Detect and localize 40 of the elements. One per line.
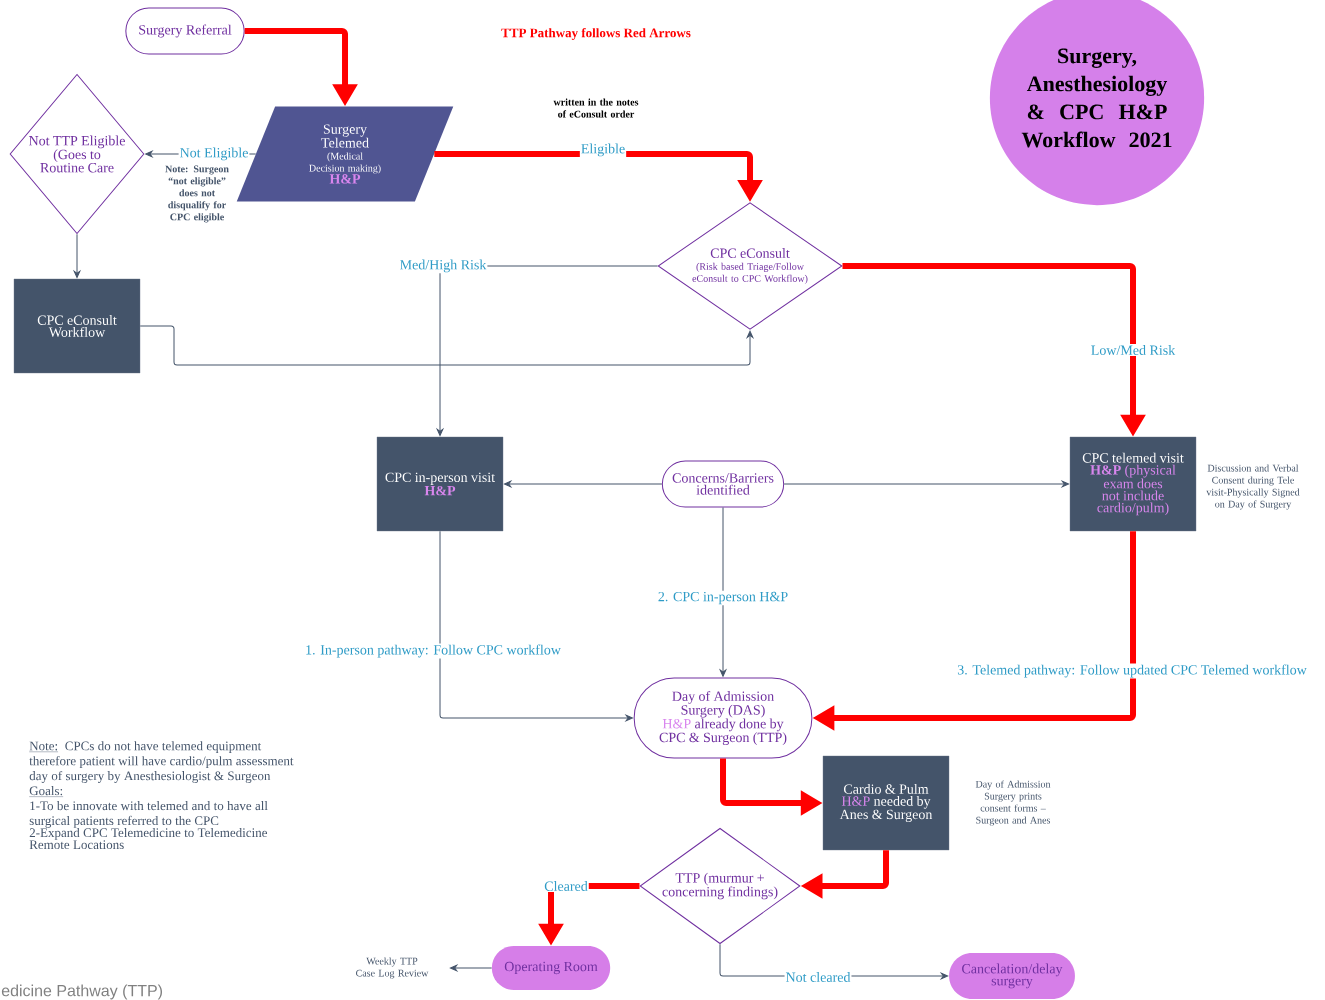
flow-arrow: [139, 325, 754, 366]
label: 2-Expand CPC Telemedicine to Telemedicine Remote Locations: [29, 827, 268, 850]
rounded-box: Day of Admission Surgery (DAS) H&P already done by CPC & Surgeon (TTP): [633, 677, 813, 759]
label: day of surgery by Anesthesiologist & Surgeon: [29, 770, 271, 783]
side-note: Discussion and Verbal Consent during Tele visit-Physically Signed on Day of Surgery: [1206, 464, 1300, 510]
note-text: Weekly TTP Case Log Review: [356, 957, 429, 979]
start-pill: Surgery Referral: [125, 7, 245, 55]
note-paragraph: Note: CPCs do not have telemed equipment therefore patient will have cardio/pulm assessment day of surgery by Anesthesiologist & Surgeon Goals: 1-To be innovate with telemed and to have all surgical patients referred to the CPC 2-Expand CPC Telemedicine to Telemedicine Remote Locations: [29, 741, 294, 850]
process-box: CPC telemed visit H&P (physical exam does not include cardio/pulm): [1069, 436, 1197, 532]
rounded-box: Concerns/Barriers identified: [661, 460, 785, 508]
flow-arrow: [783, 480, 1070, 488]
flow-arrow: [449, 964, 493, 972]
caption-text: edicine Pathway (TTP): [1, 984, 162, 1000]
edge-label: 1. In-person pathway: Follow CPC workflow: [304, 643, 562, 659]
edge-label: Not Eligible: [178, 146, 250, 162]
terminal-pill: Operating Room: [491, 946, 611, 990]
edge-label: Cleared: [543, 880, 589, 892]
flow-arrow: [719, 507, 727, 677]
edge-label: Med/High Risk: [398, 258, 488, 274]
terminal-pill: Cancelation/delay surgery: [949, 953, 1075, 999]
edge-label: 2. CPC in-person H&P: [656, 590, 790, 606]
side-note: Day of Admission Surgery prints consent forms – Surgeon and Anes: [975, 780, 1051, 826]
flow-arrow: [503, 480, 663, 488]
edge-label: 3. Telemed pathway: Follow updated CPC Telemed workflow: [956, 663, 1308, 679]
process-box: Cardio & Pulm H&P needed by Anes & Surgeon: [822, 755, 950, 851]
edge-label: Eligible: [579, 142, 627, 158]
edge-label: Not cleared: [784, 971, 852, 983]
label: Note:: [29, 741, 58, 751]
label: CPCs do not have telemed equipment: [65, 741, 262, 753]
flow-arrow: [73, 233, 81, 279]
label: 1-To be innovate with telemed and to have all surgical patients referred to the CPC: [29, 801, 268, 828]
label: Goals:: [29, 786, 63, 796]
label: therefore patient will have cardio/pulm assessment: [29, 756, 294, 768]
process-box: CPC in-person visit H&P: [376, 436, 504, 532]
process-box: CPC eConsult Workflow: [13, 278, 141, 374]
flow-arrow: [439, 530, 633, 722]
edge-label: Low/Med Risk: [1089, 344, 1177, 356]
surgeon-note: Note: Surgeon “not eligible” does not disqualify for CPC eligible: [165, 165, 229, 223]
pathway-note: TTP Pathway follows Red Arrows: [501, 28, 691, 40]
order-note: written in the notes of eConsult order: [553, 98, 639, 118]
